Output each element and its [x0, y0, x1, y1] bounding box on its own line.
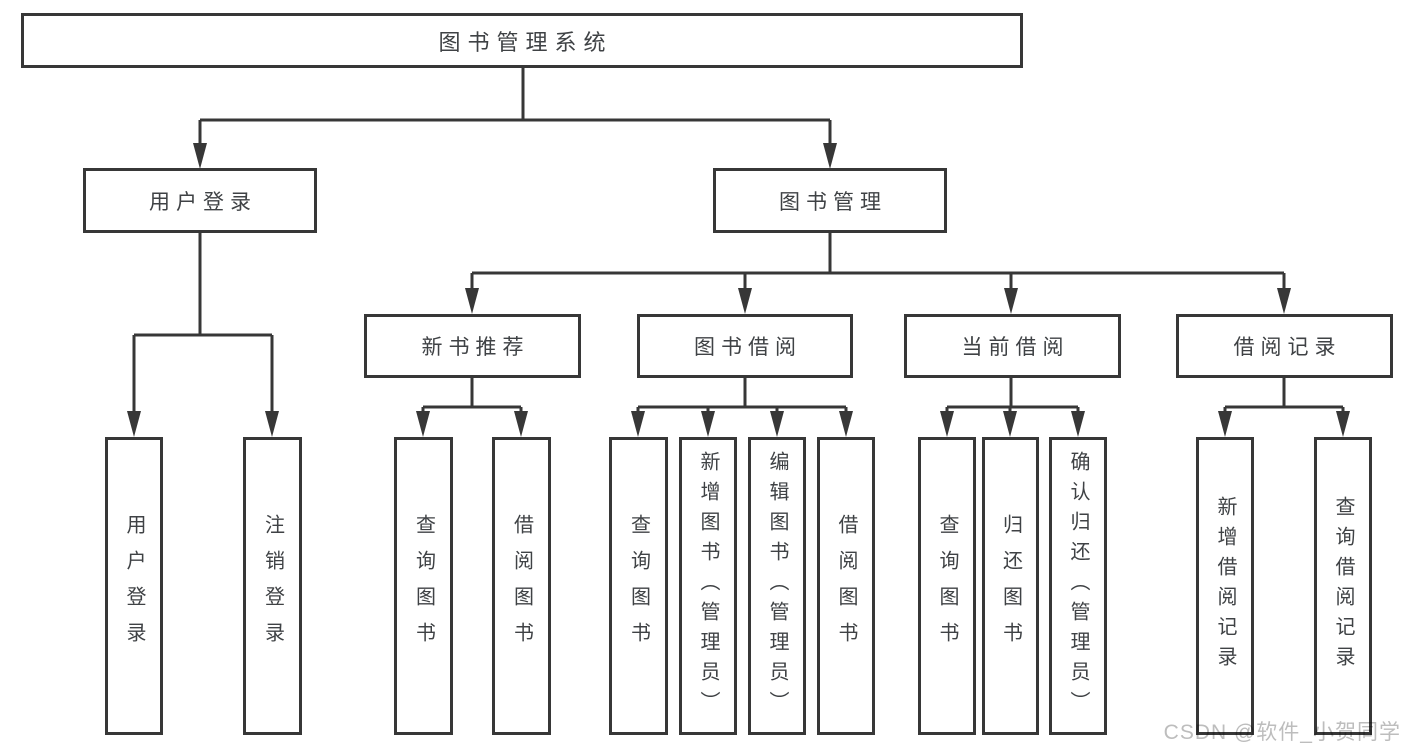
- node-label: 新增图书（管理员）: [697, 451, 719, 721]
- leaf-add-book-admin: 新增图书（管理员）: [679, 437, 737, 735]
- leaf-add-borrow-record: 新增借阅记录: [1196, 437, 1254, 735]
- node-label: 借阅记录: [1233, 336, 1342, 359]
- node-label: 注销登录: [261, 514, 284, 658]
- node-label: 新增借阅记录: [1214, 496, 1236, 676]
- node-label: 用户登录: [123, 514, 145, 658]
- node-label: 用户登录: [149, 190, 257, 214]
- node-label: 查询图书: [627, 514, 650, 658]
- node-label: 当前借阅: [961, 336, 1070, 359]
- node-user-login: 用户登录: [83, 168, 317, 233]
- node-label: 确认归还（管理员）: [1067, 451, 1089, 721]
- node-current-borrowing: 当前借阅: [904, 314, 1121, 378]
- leaf-query-books-recommend: 查询图书: [394, 437, 453, 735]
- leaf-edit-book-admin: 编辑图书（管理员）: [748, 437, 806, 735]
- leaf-query-books-borrow: 查询图书: [609, 437, 668, 735]
- node-library-management-system: 图书管理系统: [21, 13, 1023, 68]
- csdn-watermark: CSDN @软件_小贺同学: [1163, 721, 1401, 744]
- leaf-borrow-books-recommend: 借阅图书: [492, 437, 551, 735]
- node-label: 图书管理系统: [438, 29, 613, 55]
- node-label: 借阅图书: [835, 514, 857, 658]
- node-new-book-recommendation: 新书推荐: [364, 314, 581, 378]
- node-label: 查询图书: [936, 514, 958, 658]
- node-borrowing-records: 借阅记录: [1176, 314, 1393, 378]
- leaf-query-books-current: 查询图书: [918, 437, 976, 735]
- node-label: 图书借阅: [694, 336, 802, 359]
- leaf-borrow-books: 借阅图书: [817, 437, 875, 735]
- node-label: 编辑图书（管理员）: [766, 451, 788, 721]
- leaf-user-login: 用户登录: [105, 437, 163, 735]
- node-label: 查询图书: [412, 514, 435, 658]
- leaf-query-borrow-record: 查询借阅记录: [1314, 437, 1372, 735]
- node-label: 新书推荐: [421, 336, 530, 359]
- node-book-borrowing: 图书借阅: [637, 314, 853, 378]
- node-book-management: 图书管理: [713, 168, 947, 233]
- node-label: 借阅图书: [510, 514, 533, 658]
- node-label: 图书管理: [779, 190, 887, 214]
- leaf-return-books: 归还图书: [982, 437, 1039, 735]
- leaf-confirm-return-admin: 确认归还（管理员）: [1049, 437, 1107, 735]
- node-label: 查询借阅记录: [1332, 496, 1354, 676]
- arrowheads: [127, 143, 1350, 437]
- node-label: 归还图书: [999, 514, 1022, 658]
- leaf-logout: 注销登录: [243, 437, 302, 735]
